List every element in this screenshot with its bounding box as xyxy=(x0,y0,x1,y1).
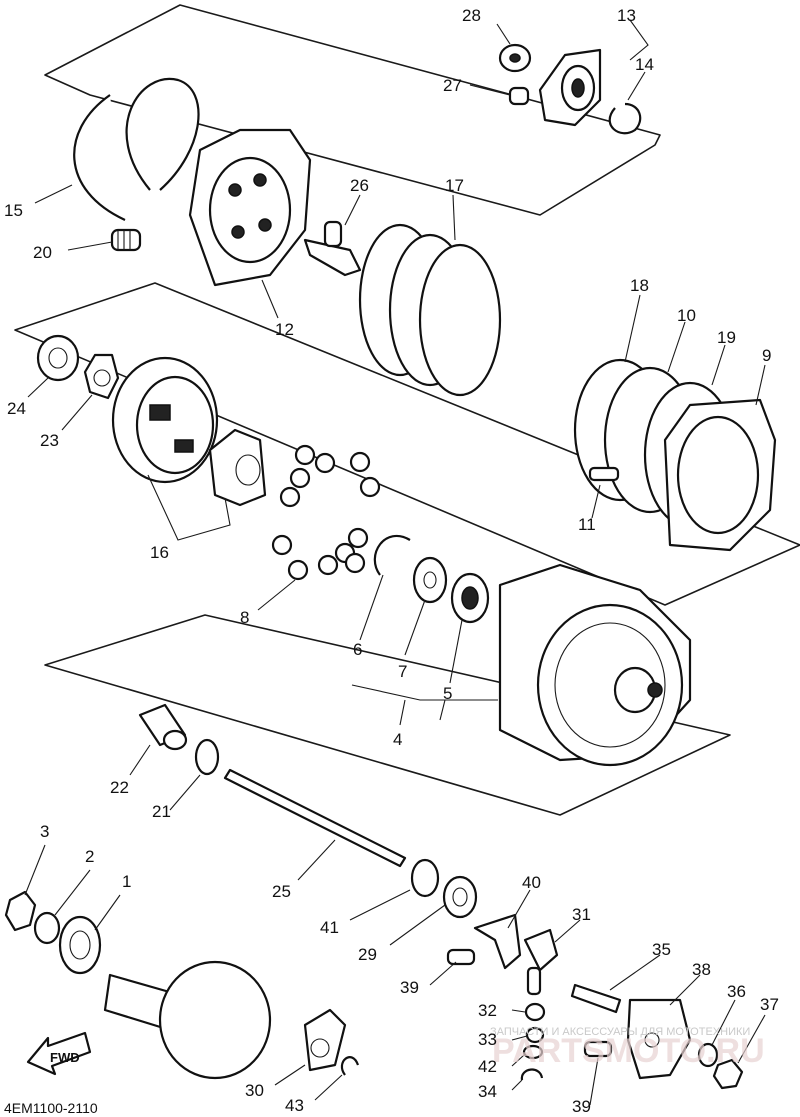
callout-29: 29 xyxy=(358,945,377,964)
part-15-circlip xyxy=(73,77,200,221)
part-31-lever-arm xyxy=(523,928,559,996)
drawing-code: 4EM1100-2110 xyxy=(4,1100,98,1116)
part-7-washer xyxy=(412,556,448,604)
part-14-circlip xyxy=(608,102,642,135)
part-42-washer xyxy=(522,1044,544,1060)
watermark-text: ЗАПЧАСТИ И АКСЕССУАРЫ ДЛЯ МОТОТЕХНИКИ xyxy=(490,1026,750,1038)
part-8-balls xyxy=(271,444,381,581)
part-39-bolt-upper xyxy=(446,948,476,966)
callout-4: 4 xyxy=(393,730,402,749)
callout-12: 12 xyxy=(275,320,294,339)
callout-18: 18 xyxy=(630,276,649,295)
callout-3: 3 xyxy=(40,822,49,841)
callout-37: 37 xyxy=(760,995,779,1014)
part-22-bushing xyxy=(138,703,188,751)
callout-31: 31 xyxy=(572,905,591,924)
callout-6: 6 xyxy=(353,640,362,659)
part-30-lever xyxy=(303,1008,347,1072)
callout-10: 10 xyxy=(677,306,696,325)
callout-17: 17 xyxy=(445,176,464,195)
part-11-bolt xyxy=(588,466,620,482)
callout-2: 2 xyxy=(85,847,94,866)
watermark-logo: PARTSMOTO.RU xyxy=(492,1032,765,1070)
part-39-bolt-lower xyxy=(583,1040,613,1058)
part-17-clutch-plates xyxy=(358,223,502,397)
callout-39-lower: 39 xyxy=(572,1097,591,1116)
part-37-nut xyxy=(712,1058,744,1090)
part-5-thrust-washer xyxy=(450,572,490,624)
callout-11: 11 xyxy=(578,515,596,534)
callout-15: 15 xyxy=(4,201,23,220)
callout-24: 24 xyxy=(7,399,26,418)
part-2-washer xyxy=(33,911,61,945)
callout-26: 26 xyxy=(350,176,369,195)
part-23-lock-washer xyxy=(83,353,120,400)
part-6-circlip xyxy=(373,534,411,576)
callout-43: 43 xyxy=(285,1096,304,1115)
part-16-one-way-clutch xyxy=(111,356,267,507)
part-38-bracket xyxy=(626,998,692,1080)
part-9-clutch-boss xyxy=(663,398,777,552)
part-28-washer xyxy=(498,43,532,73)
callout-labels: 28 13 14 27 15 26 17 20 12 18 10 19 9 24… xyxy=(4,6,779,1116)
part-12-pressure-plate xyxy=(188,128,312,287)
callout-42: 42 xyxy=(478,1057,497,1076)
part-24-nut xyxy=(36,334,80,382)
callout-23: 23 xyxy=(40,431,59,450)
part-26-push-rod xyxy=(303,220,362,277)
part-43-circlip xyxy=(340,1056,360,1076)
callout-22: 22 xyxy=(110,778,129,797)
callout-25: 25 xyxy=(272,882,291,901)
callout-16: 16 xyxy=(150,543,169,562)
fwd-label: FWD xyxy=(50,1050,80,1065)
part-33-bushing xyxy=(525,1026,545,1044)
leader-lines xyxy=(24,19,766,1106)
callout-30: 30 xyxy=(245,1081,264,1100)
callout-27: 27 xyxy=(443,76,462,95)
callout-20: 20 xyxy=(33,243,52,262)
callout-32: 32 xyxy=(478,1001,497,1020)
callout-40: 40 xyxy=(522,873,541,892)
part-20-spring xyxy=(110,228,142,252)
callout-21: 21 xyxy=(152,802,171,821)
callout-5: 5 xyxy=(443,684,452,703)
upper-group-outline xyxy=(44,4,661,216)
callout-36: 36 xyxy=(727,982,746,1001)
callout-9: 9 xyxy=(762,346,771,365)
part-13-bearing-housing xyxy=(538,48,602,127)
callout-8: 8 xyxy=(240,608,249,627)
fwd-arrow: FWD xyxy=(26,1031,92,1076)
part-40-push-lever xyxy=(473,913,522,970)
callout-7: 7 xyxy=(398,662,407,681)
part-35-bolt xyxy=(570,983,622,1014)
callout-34: 34 xyxy=(478,1082,497,1101)
part-3-nut xyxy=(4,890,37,932)
callout-28: 28 xyxy=(462,6,481,25)
crankshaft xyxy=(103,960,272,1080)
callout-19: 19 xyxy=(717,328,736,347)
part-21-washer xyxy=(194,738,220,776)
part-29-bearing xyxy=(442,875,478,919)
part-41-washer xyxy=(410,858,440,898)
callout-39-upper: 39 xyxy=(400,978,419,997)
part-27-screw xyxy=(508,86,530,106)
callout-35: 35 xyxy=(652,940,671,959)
part-36-washer xyxy=(697,1042,719,1068)
part-34-clip xyxy=(520,1068,544,1081)
part-25-shaft xyxy=(223,768,407,868)
part-4-clutch-housing xyxy=(498,563,692,767)
callout-38: 38 xyxy=(692,960,711,979)
part-32-nut xyxy=(524,1002,546,1022)
callout-14: 14 xyxy=(635,55,654,74)
callout-1: 1 xyxy=(122,872,131,891)
callout-13: 13 xyxy=(617,6,636,25)
part-1-gear xyxy=(58,915,102,975)
callout-41: 41 xyxy=(320,918,339,937)
callout-33: 33 xyxy=(478,1030,497,1049)
